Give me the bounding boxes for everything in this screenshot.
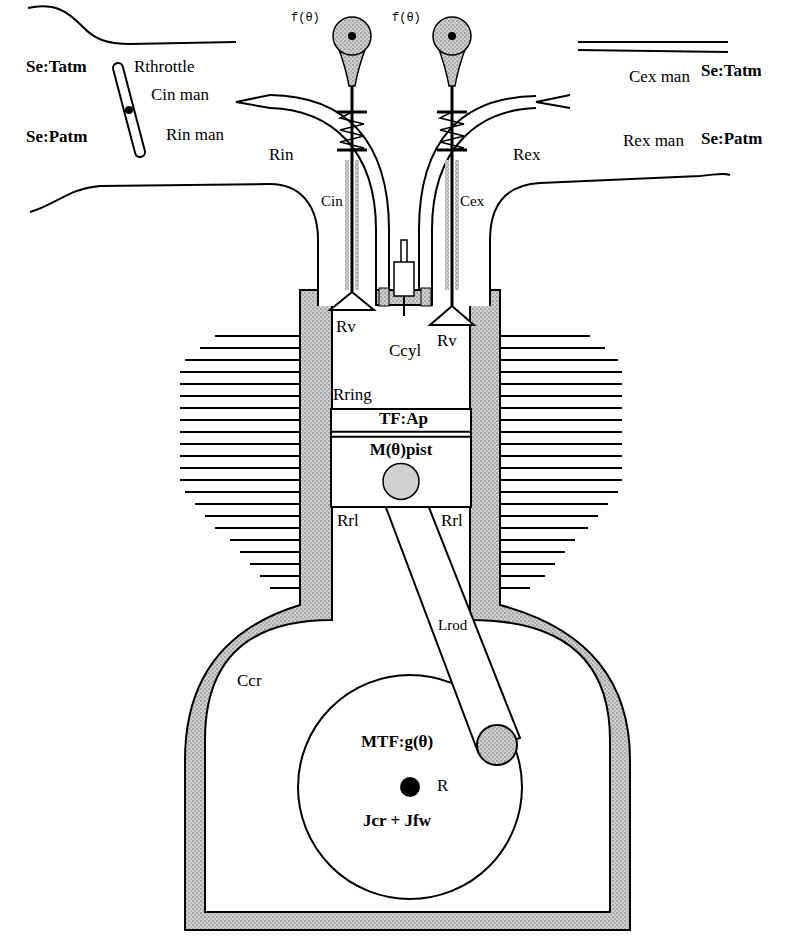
throttle-pivot	[125, 106, 133, 114]
part-label: MTF:g(θ)	[360, 733, 434, 752]
connecting-rod	[385, 500, 520, 752]
spark-plug	[403, 296, 405, 316]
throttle-plate	[118, 68, 140, 152]
part-label: Rv	[436, 332, 458, 351]
piston-box: TF:ApM(θ)pist	[330, 408, 472, 508]
part-label: Rring	[332, 386, 373, 405]
part-label: Rin	[268, 146, 295, 165]
crank-pin	[477, 725, 517, 765]
part-label: Rthrottle	[133, 58, 195, 77]
exhaust-pipe	[419, 42, 730, 306]
exhaust-port	[433, 286, 489, 306]
part-label: f(θ)	[391, 12, 422, 25]
part-label: f(θ)	[290, 12, 321, 25]
piston-ring	[332, 431, 470, 433]
part-label: Rrl	[336, 512, 360, 531]
part-label: Lrod	[437, 617, 468, 634]
part-label: Se:Tatm	[25, 58, 88, 77]
part-label: Ccyl	[388, 342, 422, 361]
part-label: Rin man	[165, 126, 225, 145]
part-label: Cin man	[150, 86, 210, 105]
part-label: Cex man	[628, 68, 691, 87]
spark-plug	[394, 262, 414, 296]
head-boss	[379, 288, 389, 306]
intake-valve	[330, 17, 374, 310]
piston-ring	[332, 436, 470, 438]
part-label: Cin	[320, 193, 344, 210]
spark-plug	[401, 240, 407, 264]
crank-center	[400, 777, 420, 797]
part-label: Rrl	[440, 512, 464, 531]
part-label: Rex man	[622, 132, 685, 151]
housing-interior	[205, 305, 610, 912]
engine-housing	[185, 290, 630, 930]
exhaust-valve	[430, 17, 474, 325]
intake-pipe	[28, 6, 389, 306]
throttle-plate	[118, 68, 140, 152]
part-label: R	[436, 777, 449, 796]
part-label: Jcr + Jfw	[362, 812, 432, 831]
piston-area-label: TF:Ap	[377, 410, 430, 429]
part-label: Rex	[512, 146, 541, 165]
head-boss	[421, 288, 431, 306]
part-label: Se:Patm	[25, 128, 88, 147]
part-label: Se:Tatm	[700, 62, 763, 81]
piston-mass-label: M(θ)pist	[368, 441, 435, 460]
wrist-pin	[383, 463, 419, 499]
part-label: Se:Patm	[700, 130, 763, 149]
part-label: Rv	[335, 318, 357, 337]
part-label: Cex	[459, 193, 485, 210]
part-label: Ccr	[236, 672, 263, 691]
